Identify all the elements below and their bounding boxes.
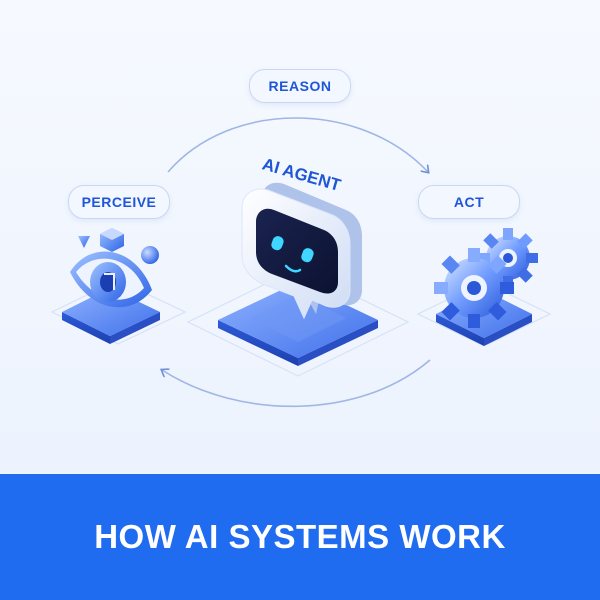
perceive-base-outline [50, 279, 187, 345]
arrow-reason-to-act [167, 117, 428, 172]
banner-title: HOW AI SYSTEMS WORK [94, 518, 506, 555]
step-perceive-label: PERCEIVE [68, 185, 170, 219]
step-reason-label: REASON [249, 69, 351, 103]
robot-icon [218, 182, 378, 366]
cycle-diagram: AI AGENT [50, 69, 552, 408]
eye-icon [62, 228, 160, 344]
step-act-label: ACT [418, 185, 520, 219]
diagram-art: AI AGENT [50, 117, 552, 408]
title-banner: HOW AI SYSTEMS WORK [0, 474, 600, 600]
arrow-act-to-perceive [162, 359, 431, 408]
agent-base-outline [186, 267, 410, 377]
gears-icon [434, 228, 538, 346]
